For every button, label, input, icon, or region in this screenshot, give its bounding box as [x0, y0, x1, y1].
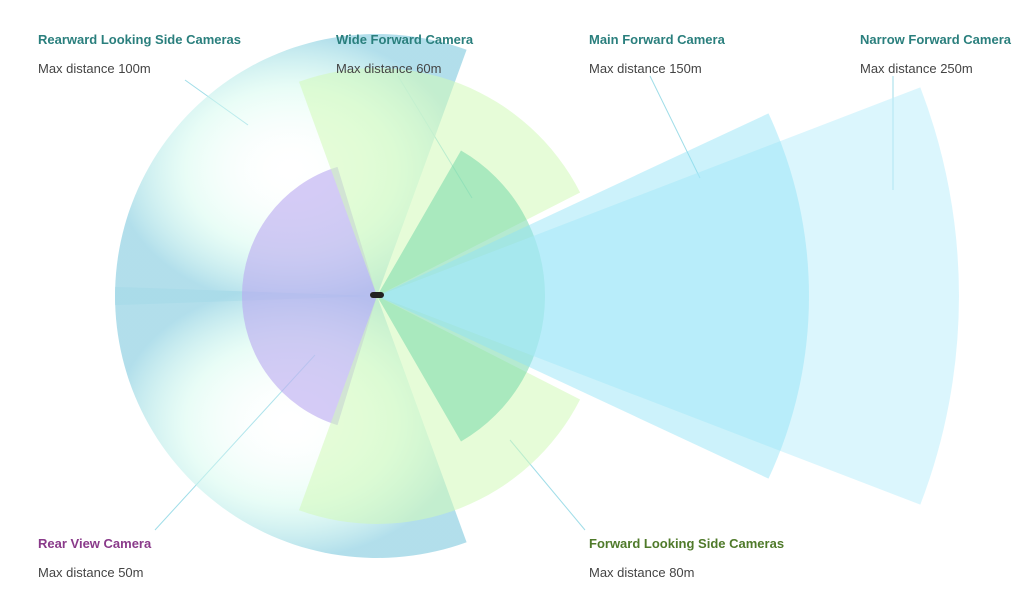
sector-narrow-forward	[377, 87, 959, 505]
camera-title: Main Forward Camera	[589, 32, 725, 47]
sector-forward-side-right	[299, 296, 581, 524]
camera-distance: Max distance 250m	[860, 61, 973, 76]
coverage-sectors	[115, 34, 959, 558]
label-forward-side: Forward Looking Side Cameras Max distanc…	[589, 536, 784, 581]
camera-title: Rearward Looking Side Cameras	[38, 32, 242, 47]
camera-title: Narrow Forward Camera	[860, 32, 1011, 47]
label-rear-view: Rear View Camera Max distance 50m	[38, 536, 151, 581]
camera-title: Forward Looking Side Cameras	[589, 536, 785, 551]
label-rearward-side: Rearward Looking Side Cameras Max distan…	[38, 32, 241, 77]
sector-rear-view	[241, 166, 377, 426]
label-wide-forward: Wide Forward Camera Max distance 60m	[336, 32, 473, 77]
car-icon	[370, 292, 384, 298]
label-main-forward: Main Forward Camera Max distance 150m	[589, 32, 725, 77]
camera-distance: Max distance 50m	[38, 565, 144, 580]
sector-forward-side-left	[299, 68, 581, 296]
camera-distance: Max distance 150m	[589, 61, 702, 76]
camera-distance: Max distance 60m	[336, 61, 442, 76]
camera-title: Wide Forward Camera	[336, 32, 474, 47]
camera-distance: Max distance 100m	[38, 61, 151, 76]
leader-main-forward	[649, 75, 701, 179]
camera-title: Rear View Camera	[38, 536, 152, 551]
camera-distance: Max distance 80m	[589, 565, 695, 580]
label-narrow-forward: Narrow Forward Camera Max distance 250m	[860, 32, 1011, 77]
sector-main-forward	[377, 113, 809, 479]
